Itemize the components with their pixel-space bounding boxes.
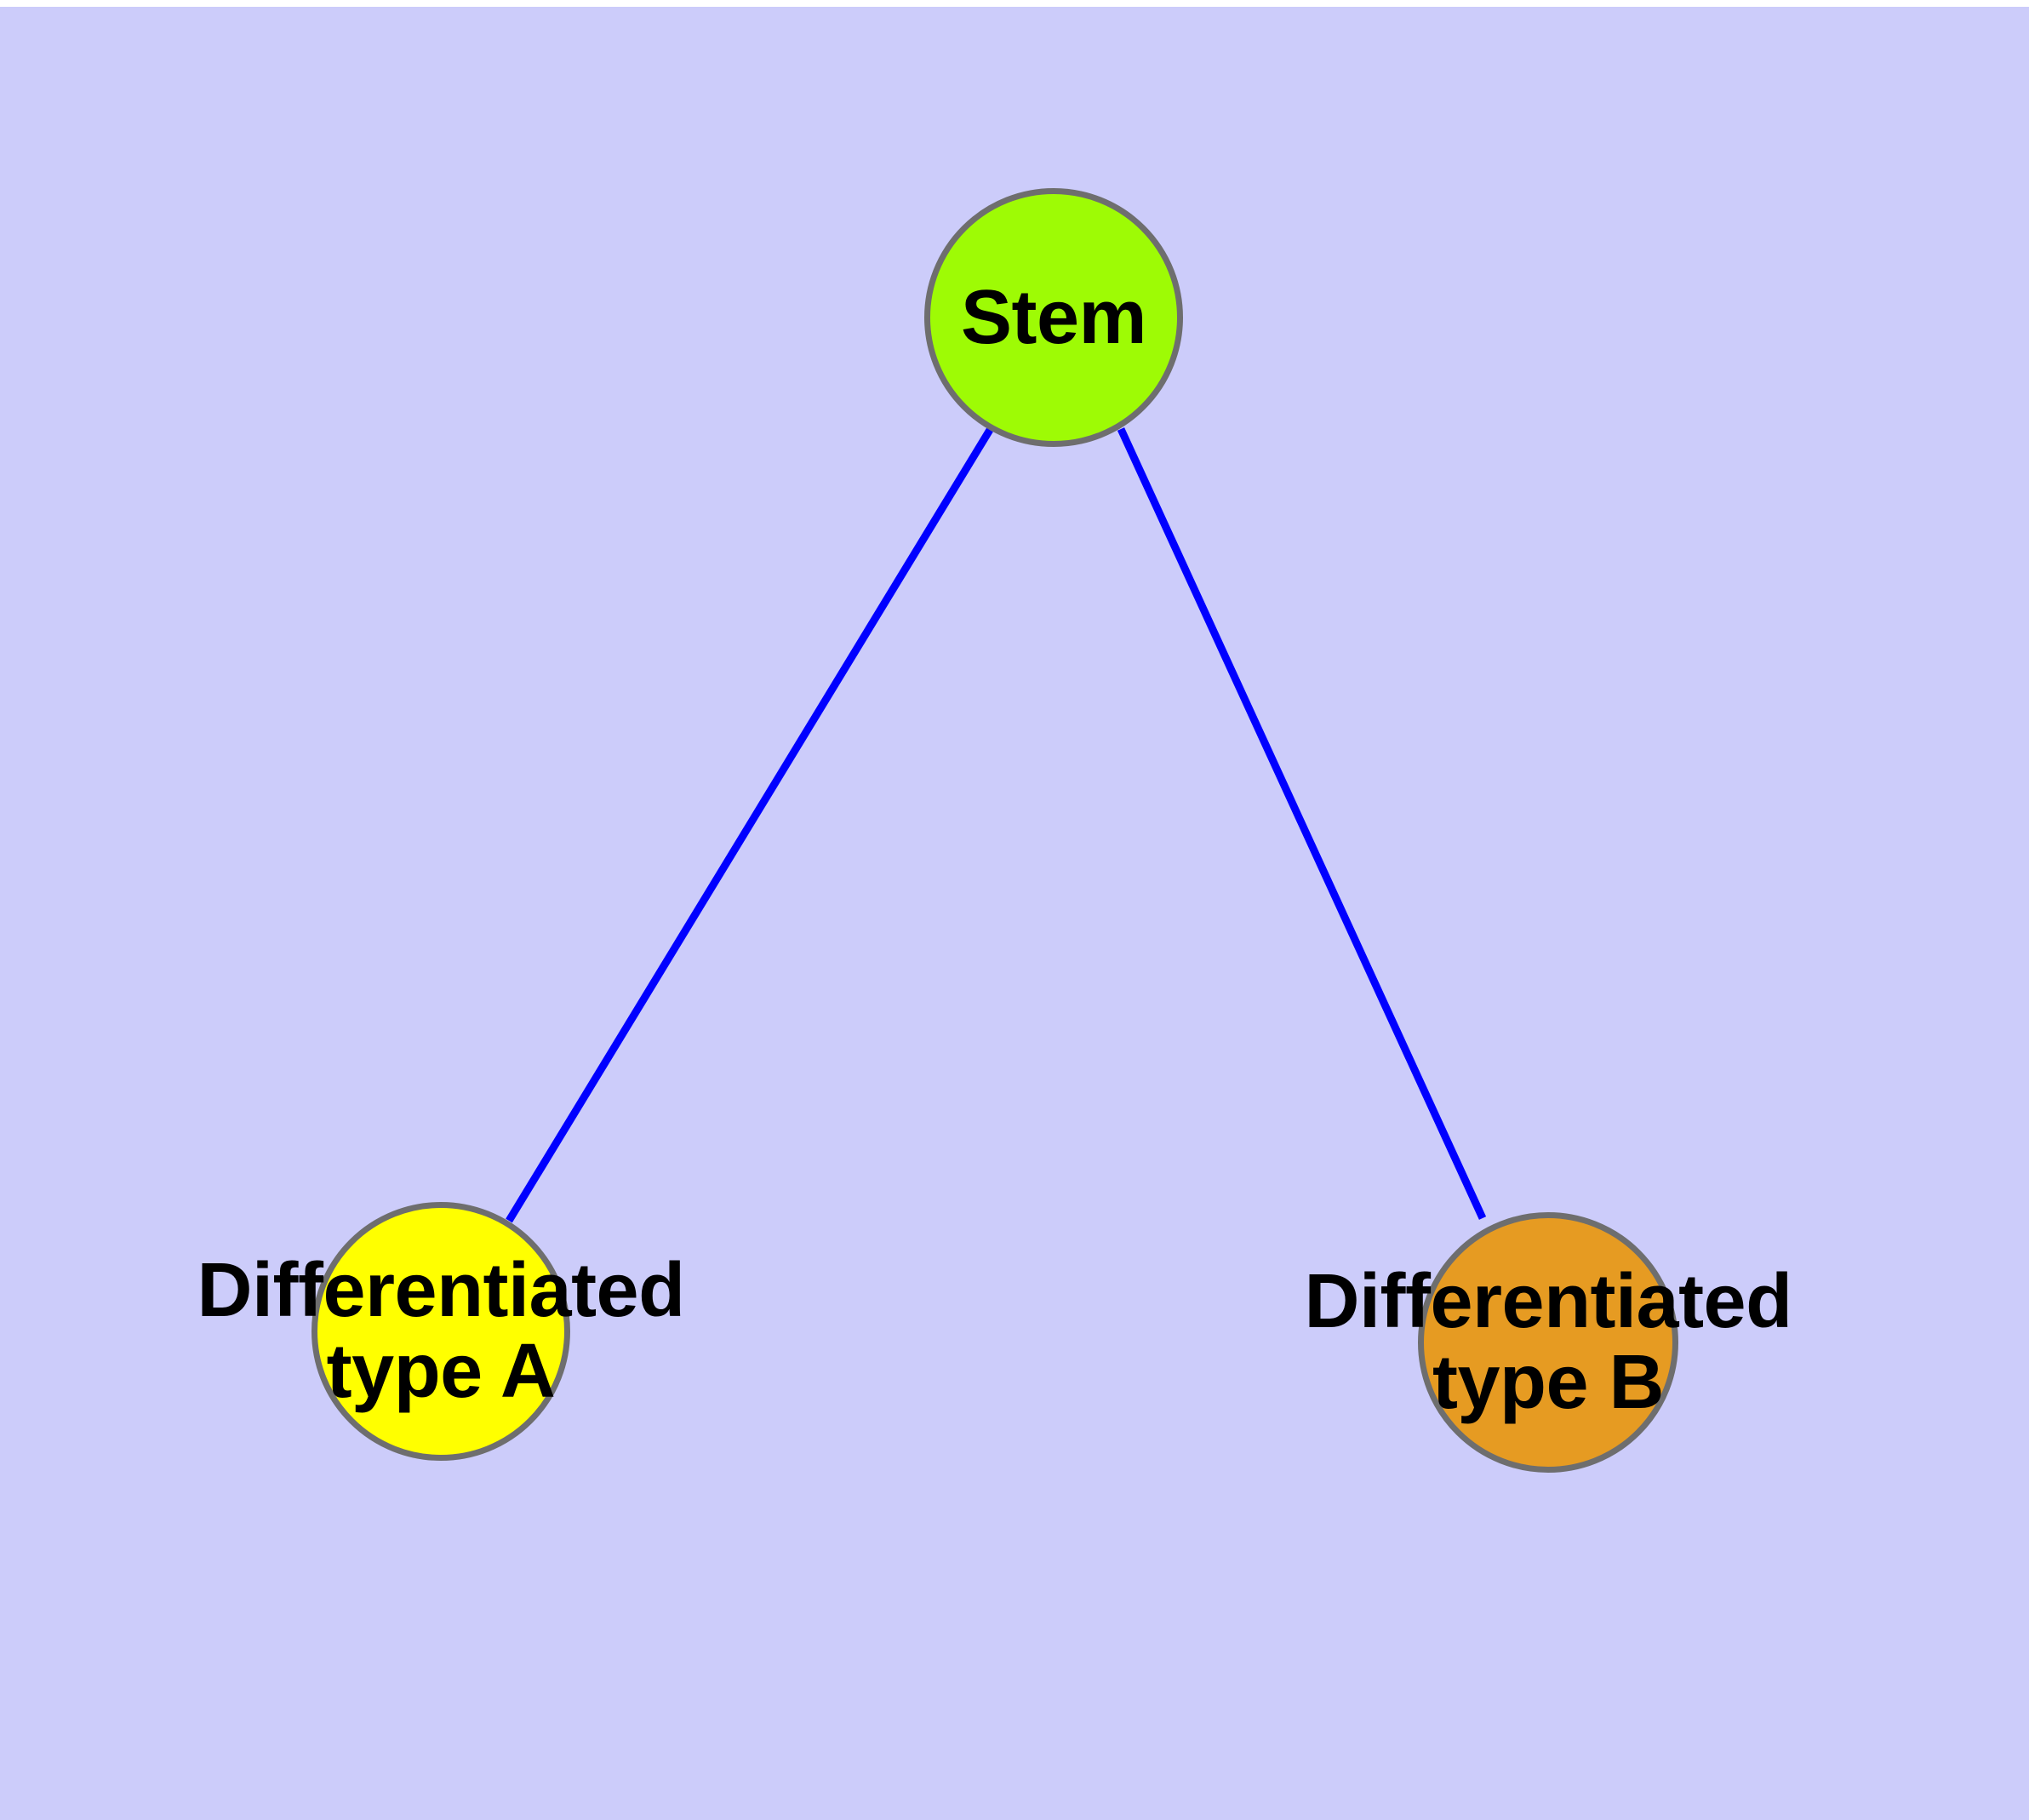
node-differentiated-type-b[interactable] (1418, 1212, 1678, 1473)
edge-stem-to-differentiated-type-b[interactable] (1117, 427, 1487, 1220)
edge-stem-to-differentiated-type-a[interactable] (506, 427, 993, 1223)
edge-layer (506, 427, 1487, 1223)
diagram-plot-area: Stem Differentiated type A Differentiate… (0, 7, 2029, 1820)
node-differentiated-type-a[interactable] (311, 1202, 570, 1461)
node-stem[interactable] (924, 188, 1183, 447)
